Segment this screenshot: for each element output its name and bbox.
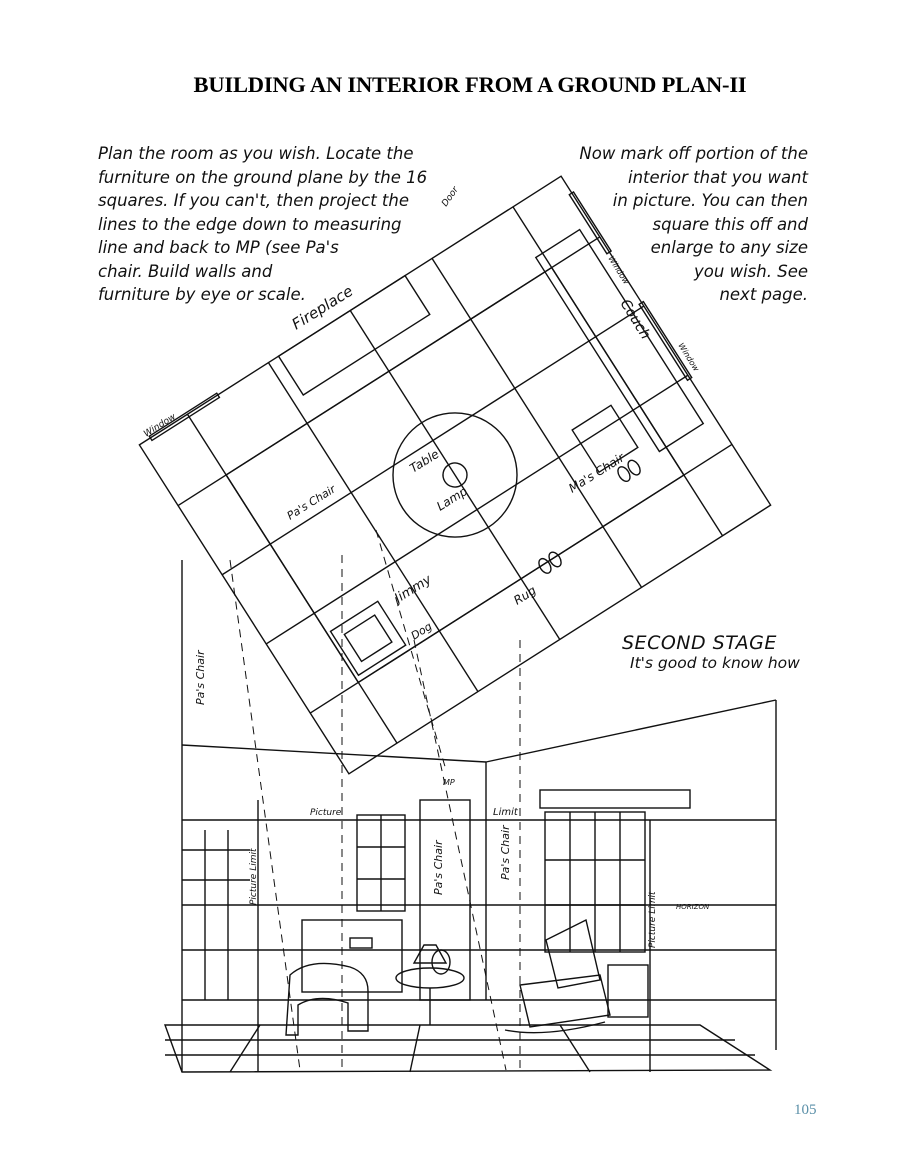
note-line: lines to the edge down to measuring [98,214,402,234]
label-picture-limit-right: Picture Limit [648,891,658,948]
note-line: you wish. See [694,261,808,281]
label-dog: Dog [409,620,435,643]
label-picture-limit-left: Picture Limit [249,848,259,905]
note-line: chair. Build walls and [98,261,273,281]
label-fireplace: Fireplace [289,282,357,334]
label-mp: MP [443,778,455,787]
perspective-room [164,560,777,1073]
label-pas-chair-center: Pa's Chair [432,839,445,895]
note-right: Now mark off portion of the interior tha… [578,142,808,307]
label-pas-chair-left: Pa's Chair [194,649,207,705]
table-outline [392,412,518,538]
note-line: furniture by eye or scale. [98,285,306,304]
second-stage-caption: SECOND STAGE It's good to know how [622,632,800,672]
stage-subheading: It's good to know how [630,654,800,672]
page-title: BUILDING AN INTERIOR FROM A GROUND PLAN-… [193,72,747,97]
note-line: squares. If you can't, then project the [98,191,410,210]
page-number: 105 [794,1102,817,1118]
note-line: next page. [719,285,808,304]
label-limit: Limit [493,807,519,818]
label-pas-chair: Pa's Chair [285,482,339,523]
label-door: Door [440,184,461,209]
note-line: Now mark off portion of the [579,144,808,163]
label-lamp: Lamp [434,484,470,514]
note-line: Plan the room as you wish. Locate the [98,144,414,163]
note-line: line and back to MP (see Pa's [98,238,339,257]
label-rug: Rug [511,583,539,608]
label-picture: Picture [310,808,342,818]
note-line: enlarge to any size [650,238,808,257]
lamp-outline [442,462,468,488]
couch-outline [534,228,705,453]
label-jimmy: Jimmy [390,572,435,608]
ground-plan [138,175,772,775]
note-line: in picture. You can then [612,191,808,210]
label-window-top: Window [606,254,631,286]
label-horizon: HORIZON [676,903,710,911]
stage-heading: SECOND STAGE [622,632,777,654]
note-left: Plan the room as you wish. Locate the fu… [98,142,427,307]
label-table: Table [407,447,441,476]
note-line: interior that you want [627,167,808,187]
note-line: furniture on the ground plane by the 16 [98,167,428,187]
fireplace-outline [277,274,431,396]
label-pas-chair-right: Pa's Chair [499,824,512,880]
note-line: square this off and [652,214,808,234]
